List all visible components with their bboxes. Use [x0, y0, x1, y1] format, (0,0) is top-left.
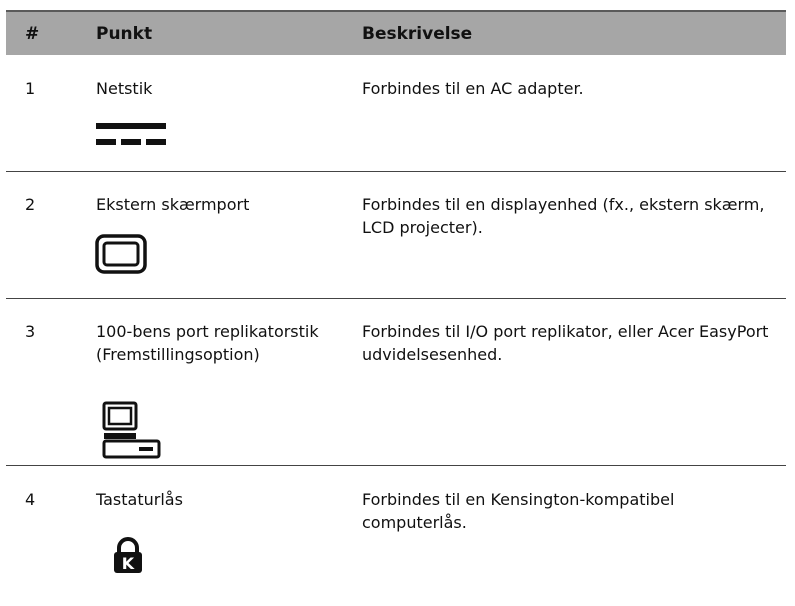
- header-number: #: [25, 24, 40, 44]
- row-number: 3: [25, 322, 36, 341]
- row-description: Forbindes til en AC adapter.: [362, 79, 584, 98]
- row-description: Forbindes til en displayenhed (fx., ekst…: [362, 195, 765, 237]
- port-replicator-icon: [102, 401, 161, 459]
- row-number: 4: [25, 490, 36, 509]
- row-item: Netstik: [96, 79, 153, 98]
- header-description: Beskrivelse: [362, 24, 473, 44]
- kensington-lock-icon: K: [114, 537, 142, 573]
- dc-power-icon: [96, 123, 166, 145]
- lock-letter: K: [122, 554, 135, 573]
- row-item: 100-bens port replikatorstik (Fremstilli…: [96, 322, 319, 364]
- table-header: # Punkt Beskrivelse: [6, 10, 786, 55]
- table-row: 2 Ekstern skærmport Forbindes til en dis…: [6, 172, 786, 299]
- monitor-port-icon: [95, 234, 147, 274]
- table-row: 4 Tastaturlås Forbindes til en Kensingto…: [6, 466, 786, 606]
- row-item: Ekstern skærmport: [96, 195, 250, 214]
- row-description: Forbindes til en Kensington-kompatibel c…: [362, 490, 675, 532]
- header-item: Punkt: [96, 24, 153, 44]
- row-item: Tastaturlås: [96, 490, 183, 509]
- table-row: 3 100-bens port replikatorstik (Fremstil…: [6, 299, 786, 466]
- row-number: 1: [25, 79, 36, 98]
- spec-table: # Punkt Beskrivelse 1 Netstik Forbindes …: [6, 10, 786, 606]
- row-description: Forbindes til I/O port replikator, eller…: [362, 322, 769, 364]
- row-number: 2: [25, 195, 36, 214]
- table-row: 1 Netstik Forbindes til en AC adapter.: [6, 55, 786, 172]
